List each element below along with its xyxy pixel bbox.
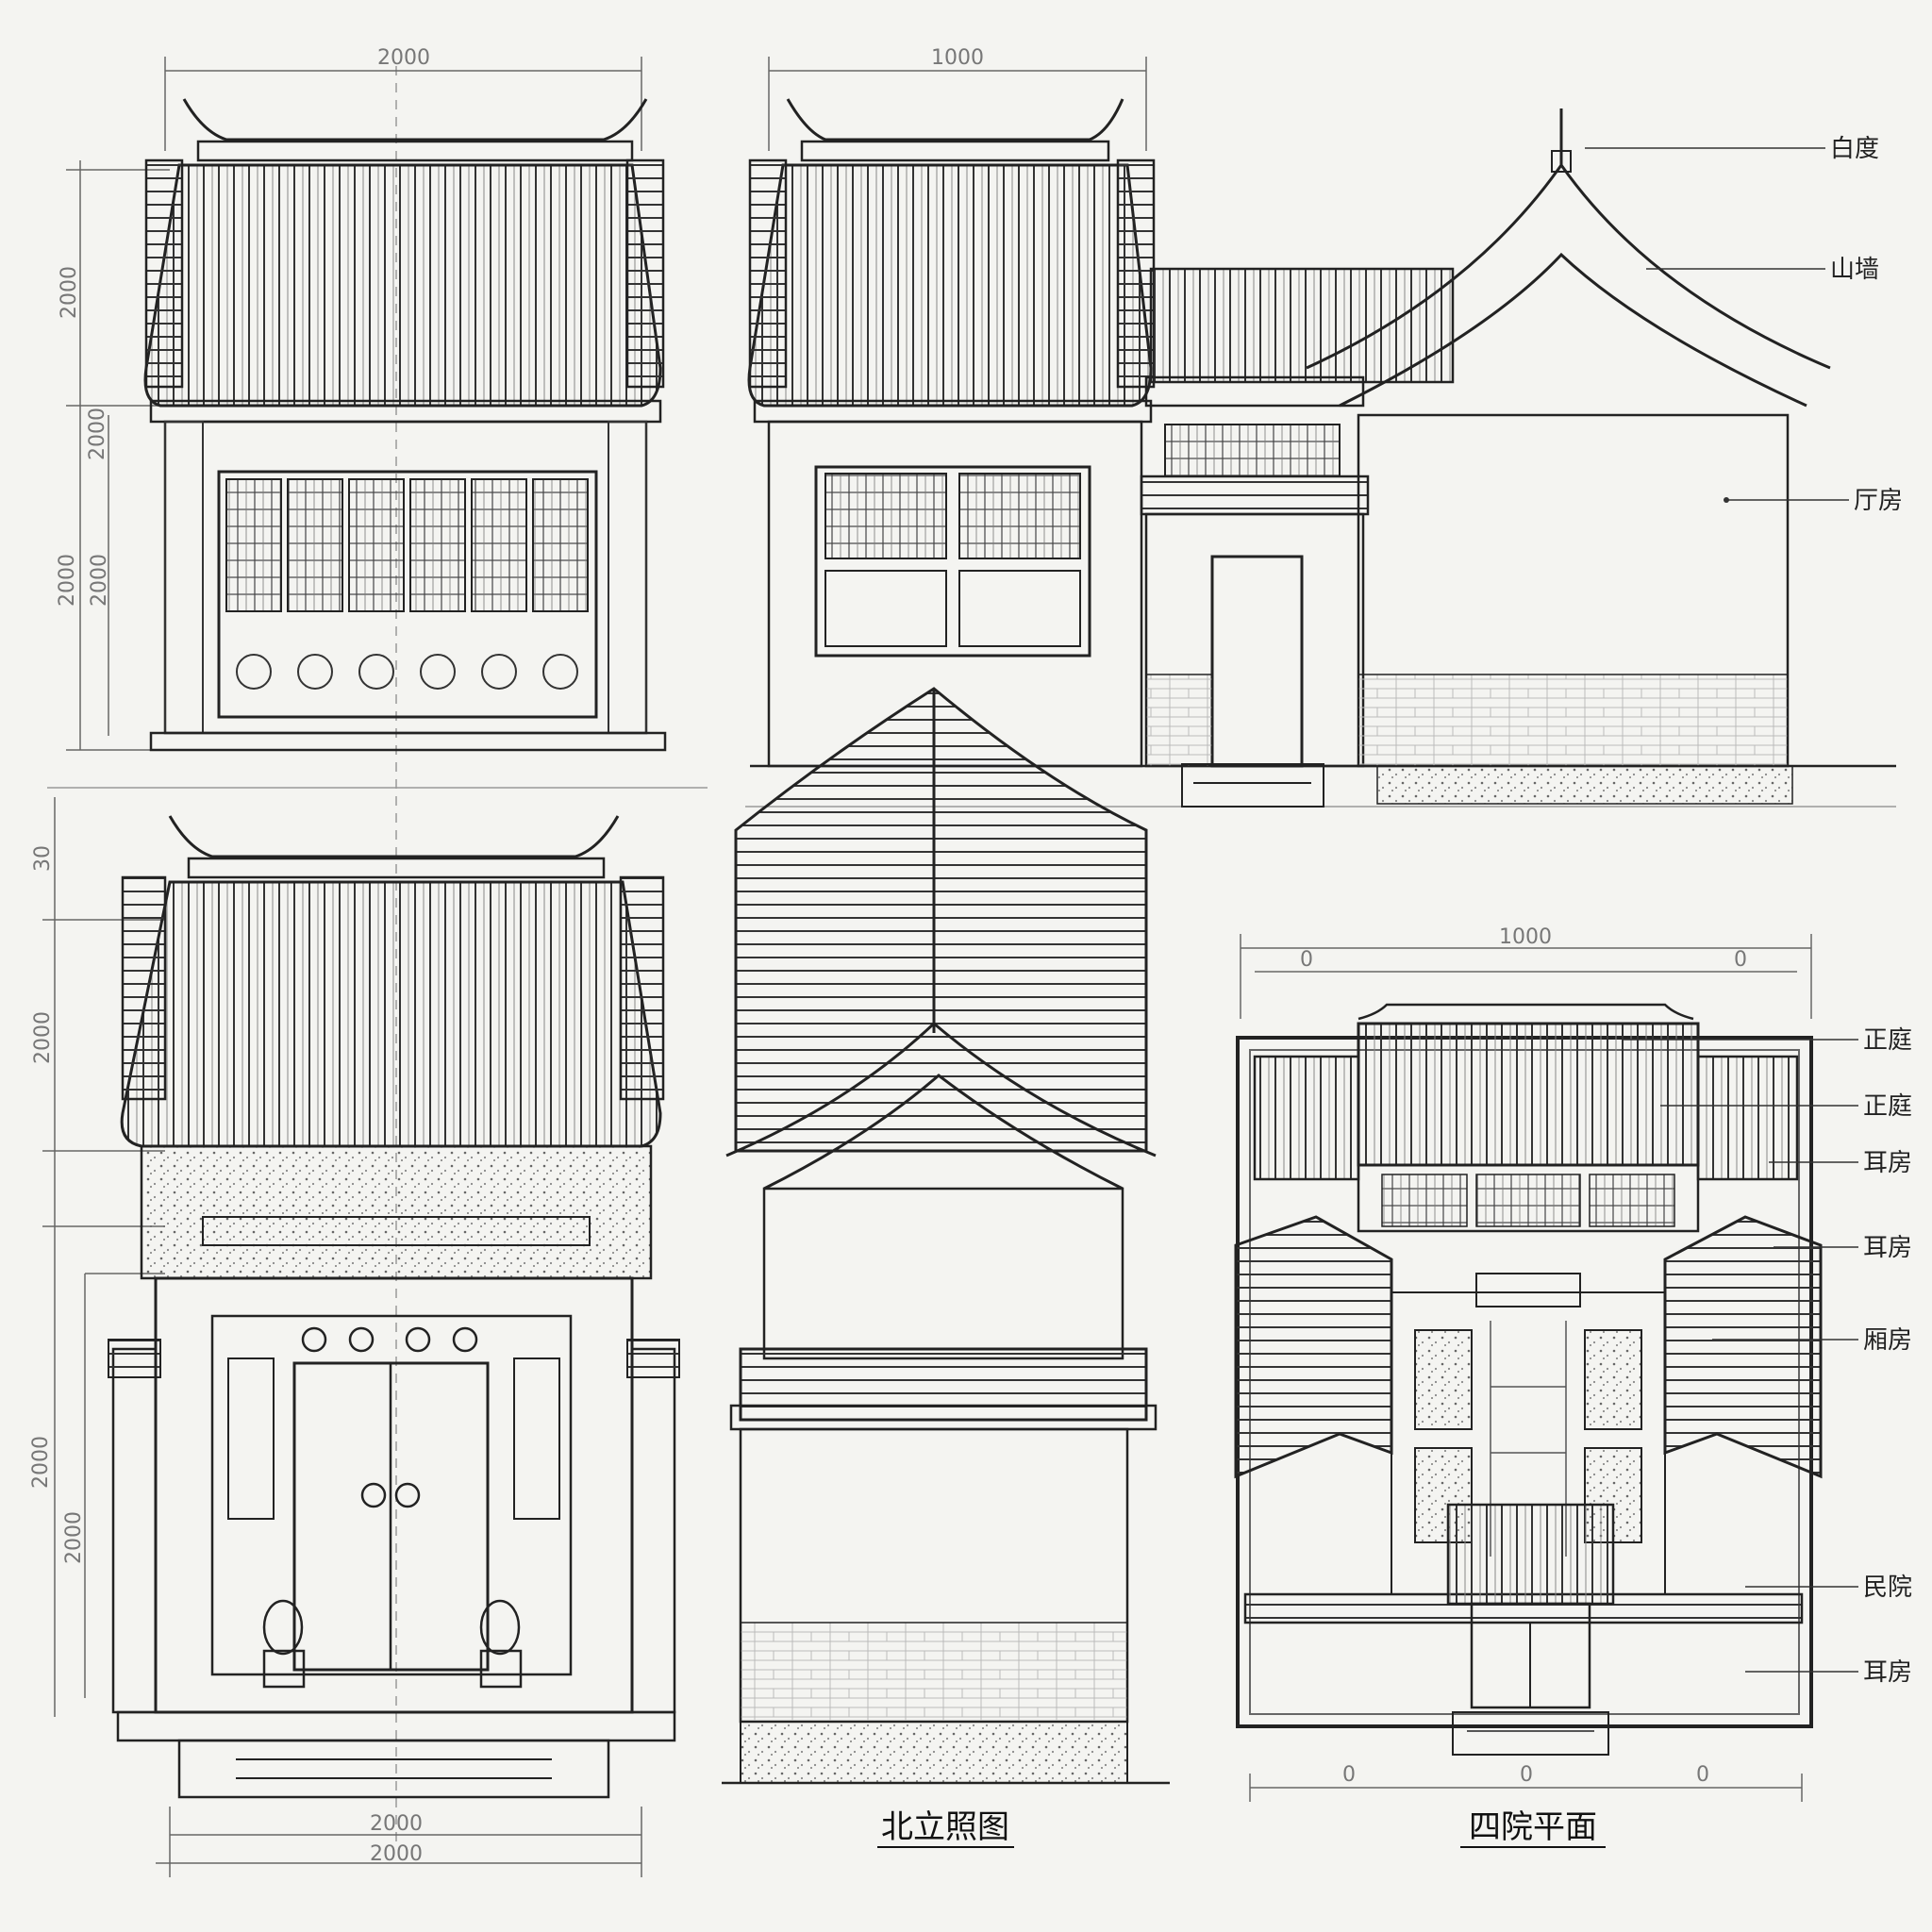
dim-label: 2000 [29, 1436, 53, 1489]
dim-label: 0 [1696, 1763, 1709, 1787]
plan-label: 厢房 [1863, 1326, 1912, 1355]
dim-label: 0 [1300, 948, 1313, 972]
caption-plan: 四院平面 [1469, 1808, 1597, 1846]
dim-label: 2000 [62, 1511, 86, 1564]
label-gable: 山墙 [1830, 256, 1879, 284]
dim-label: 0 [1734, 948, 1747, 972]
dimension-line-top-v1 [164, 57, 642, 151]
side-gable-elevation [1140, 108, 1831, 808]
dim-label: 2000 [88, 554, 111, 607]
dim-label: 2000 [58, 266, 81, 319]
dim-label: 1000 [931, 46, 984, 70]
dim-label: 2000 [377, 46, 430, 70]
dim-label: 2000 [86, 408, 109, 460]
plan-label: 耳房 [1863, 1234, 1912, 1262]
dim-label: 0 [1342, 1763, 1356, 1787]
dim-label: 2000 [56, 554, 79, 607]
plan-labels [1623, 1039, 1858, 1673]
dimension-line-bottom-v3 [156, 1807, 642, 1877]
elevation-view-1: 2000 2000 2000 2000 2000 [56, 46, 667, 752]
label-hall: 厅房 [1854, 487, 1903, 515]
dimension-line-top-v2 [768, 57, 1147, 151]
gable-end-elevation [722, 687, 1170, 1785]
plan-label: 耳房 [1863, 1658, 1912, 1687]
lattice-door-panels [217, 470, 598, 719]
plan-label: 耳房 [1863, 1149, 1912, 1177]
plan-label: 民院 [1863, 1574, 1912, 1602]
dim-label: 2000 [31, 1011, 55, 1064]
courtyard-plan: 1000 0 0 [1234, 925, 1823, 1802]
elevation-labels: 白度 山墙 厅房 [1585, 135, 1903, 515]
label-top: 白度 [1830, 135, 1879, 163]
dim-label: 0 [1520, 1763, 1533, 1787]
dimension-line-bottom-plan [1249, 1774, 1803, 1802]
caption-elevation: 北立照图 [881, 1808, 1009, 1846]
gatehouse-elevation: 30 2000 2000 2000 [29, 797, 680, 1877]
dimension-line-top-plan [1240, 934, 1812, 1019]
plan-label: 正庭 [1863, 1092, 1912, 1121]
dim-label: 2000 [370, 1812, 423, 1836]
dim-label: 30 [31, 845, 55, 872]
plan-label: 正庭 [1863, 1026, 1912, 1055]
dim-label: 1000 [1499, 925, 1552, 949]
dim-label: 2000 [370, 1842, 423, 1866]
